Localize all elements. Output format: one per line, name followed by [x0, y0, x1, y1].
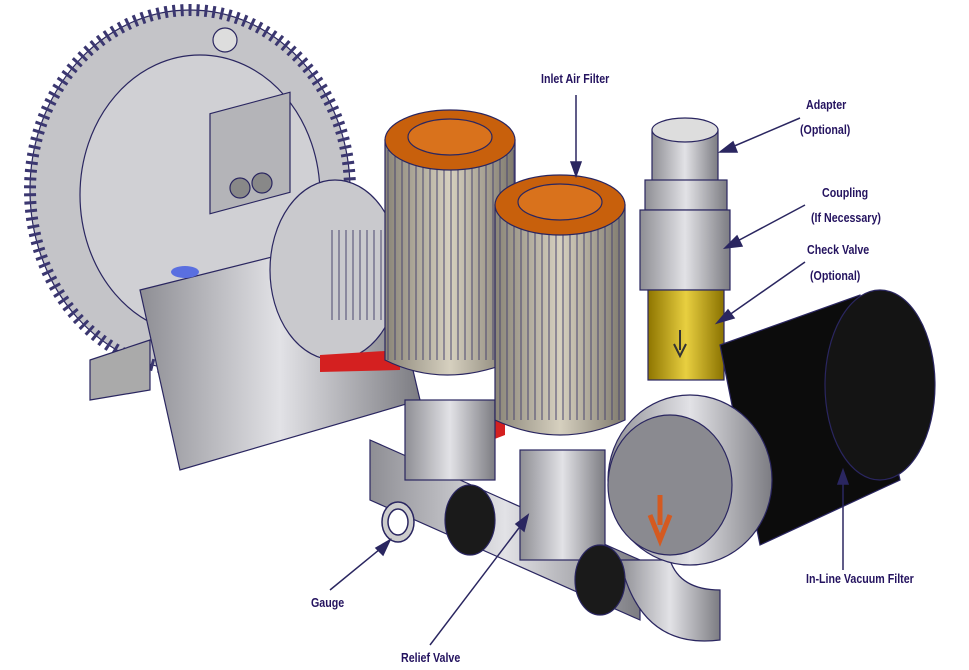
label-coupling-note: (If Necessary)	[811, 210, 881, 225]
label-inline-vacuum-filter: In-Line Vacuum Filter	[806, 571, 914, 586]
coupling	[639, 209, 731, 291]
label-check-valve: Check Valve	[807, 242, 870, 257]
inlet-air-filter-left	[384, 109, 516, 376]
adapter	[644, 117, 728, 211]
gauge	[381, 501, 415, 543]
inline-vacuum-filter	[607, 289, 936, 566]
label-gauge: Gauge	[311, 595, 345, 610]
inlet-air-filter-right	[494, 174, 626, 436]
label-check-valve-note: (Optional)	[810, 268, 861, 283]
piping	[369, 399, 721, 642]
check-valve	[647, 289, 725, 381]
label-relief-valve: Relief Valve	[401, 650, 461, 665]
label-coupling: Coupling	[822, 185, 869, 200]
label-adapter-note: (Optional)	[800, 122, 851, 137]
leader-lines	[329, 95, 850, 646]
label-adapter: Adapter	[806, 97, 847, 112]
motor	[89, 179, 505, 471]
label-inlet-air-filter: Inlet Air Filter	[541, 71, 610, 86]
